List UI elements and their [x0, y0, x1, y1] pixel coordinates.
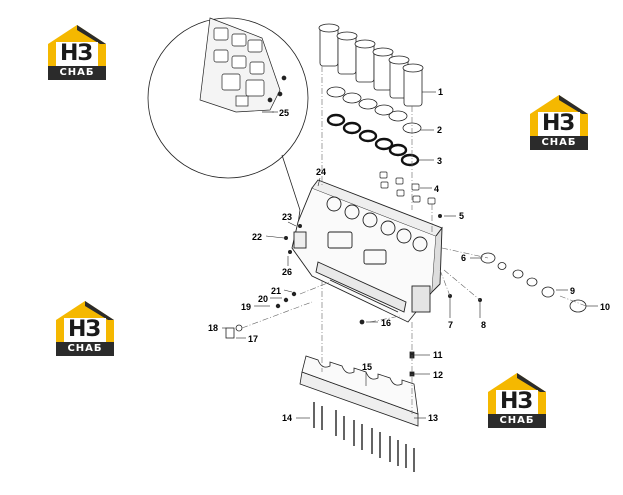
detail-circle	[147, 17, 309, 179]
plugs	[379, 171, 436, 205]
callout-20: 20	[258, 294, 269, 304]
logo-mark: НЗ	[499, 389, 533, 414]
logo-caption: СНАБ	[488, 414, 546, 428]
callout-6: 6	[461, 253, 467, 263]
callout-12: 12	[433, 370, 444, 380]
callout-10: 10	[600, 302, 611, 312]
logo-mark: НЗ	[67, 317, 101, 342]
bearing-cap-bolts	[313, 402, 415, 472]
alignment-lines	[241, 66, 587, 414]
detail-block-closeup	[199, 17, 287, 113]
engine-block	[291, 179, 443, 323]
callout-7: 7	[448, 320, 454, 330]
logo-caption: СНАБ	[56, 342, 114, 356]
logo-caption: СНАБ	[48, 66, 106, 80]
callout-4: 4	[434, 184, 440, 194]
callout-13: 13	[428, 413, 439, 423]
house-roof-icon	[530, 95, 588, 136]
watermark-logo: НЗ СНАБ	[526, 92, 592, 150]
callout-2: 2	[437, 125, 443, 135]
logo-mark: НЗ	[59, 41, 93, 66]
callout-9: 9	[570, 286, 576, 296]
logo-caption: СНАБ	[530, 136, 588, 150]
leader-lines	[222, 91, 598, 419]
logo-mark: НЗ	[541, 111, 575, 136]
callout-18: 18	[208, 323, 219, 333]
fittings-series	[480, 252, 587, 313]
house-roof-icon	[488, 373, 546, 414]
bearing-caps	[299, 355, 419, 427]
callout-16: 16	[381, 318, 392, 328]
callout-19: 19	[241, 302, 252, 312]
watermark-logo: НЗ СНАБ	[44, 22, 110, 80]
seal-rings-thick	[326, 113, 420, 167]
callout-5: 5	[459, 211, 465, 221]
watermark-logo: НЗ СНАБ	[52, 298, 118, 356]
callout-8: 8	[481, 320, 487, 330]
callout-14: 14	[282, 413, 293, 423]
callout-1: 1	[438, 87, 444, 97]
callout-24: 24	[316, 167, 327, 177]
callout-11: 11	[433, 350, 443, 360]
callout-15: 15	[362, 362, 373, 372]
callout-3: 3	[437, 156, 443, 166]
callout-26: 26	[282, 267, 293, 277]
callout-25: 25	[279, 108, 290, 118]
callout-21: 21	[271, 286, 282, 296]
callout-23: 23	[282, 212, 293, 222]
watermark-logo: НЗ СНАБ	[484, 370, 550, 428]
cylinder-liners	[318, 23, 424, 107]
house-roof-icon	[56, 301, 114, 342]
callout-22: 22	[252, 232, 263, 242]
house-roof-icon	[48, 25, 106, 66]
callout-17: 17	[248, 334, 259, 344]
